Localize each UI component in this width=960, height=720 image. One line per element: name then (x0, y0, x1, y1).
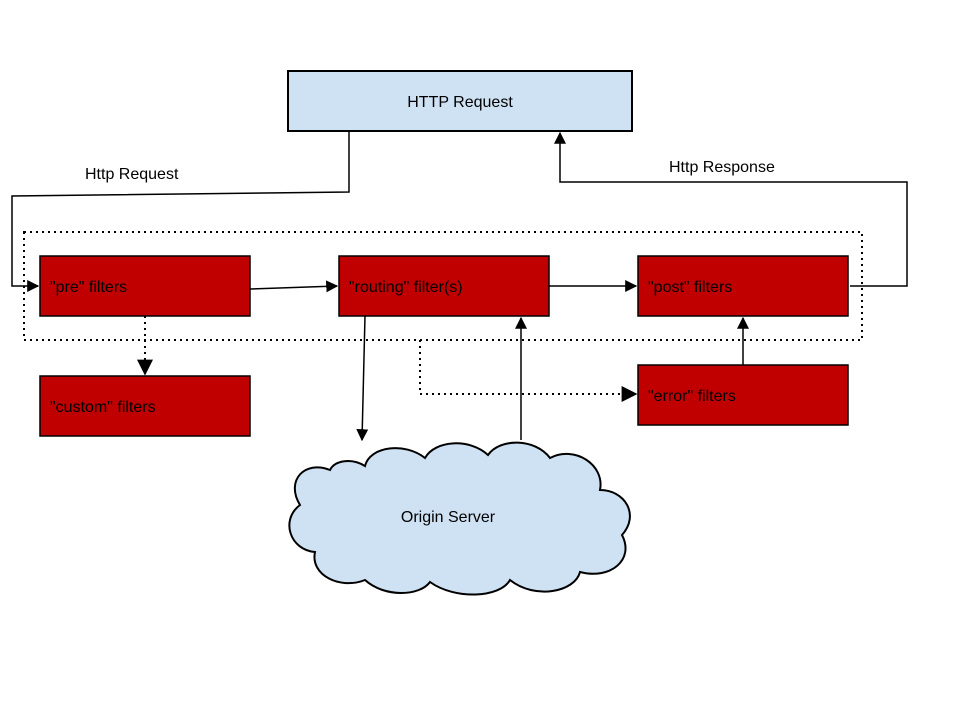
custom-filters-node[interactable]: "custom" filters (39, 375, 251, 437)
edge-routing-to-origin (356, 315, 369, 442)
http-request-label: HTTP Request (407, 94, 513, 111)
custom-filters-label: "custom" filters (50, 399, 156, 416)
routing-filters-node[interactable]: "routing" filter(s) (338, 255, 550, 317)
error-filters-node[interactable]: "error" filters (637, 364, 849, 426)
error-filters-label: "error" filters (648, 388, 736, 405)
http-request-node[interactable]: HTTP Request (287, 70, 633, 132)
origin-server-label: Origin Server (401, 509, 496, 526)
edge-label-http-response: Http Response (669, 159, 775, 176)
edge-pre-to-routing (249, 280, 339, 293)
edge-post-to-response (554, 131, 908, 287)
edge-label-http-request: Http Request (85, 166, 179, 183)
edge-routing-to-error (419, 340, 638, 402)
post-filters-label: "post" filters (648, 279, 732, 296)
pre-filters-label: "pre" filters (50, 279, 127, 296)
edge-request-to-pre (11, 131, 350, 292)
post-filters-node[interactable]: "post" filters (637, 255, 849, 317)
routing-filters-label: "routing" filter(s) (349, 279, 463, 296)
pre-filters-node[interactable]: "pre" filters (39, 255, 251, 317)
origin-server-cloud[interactable]: Origin Server (288, 441, 631, 596)
